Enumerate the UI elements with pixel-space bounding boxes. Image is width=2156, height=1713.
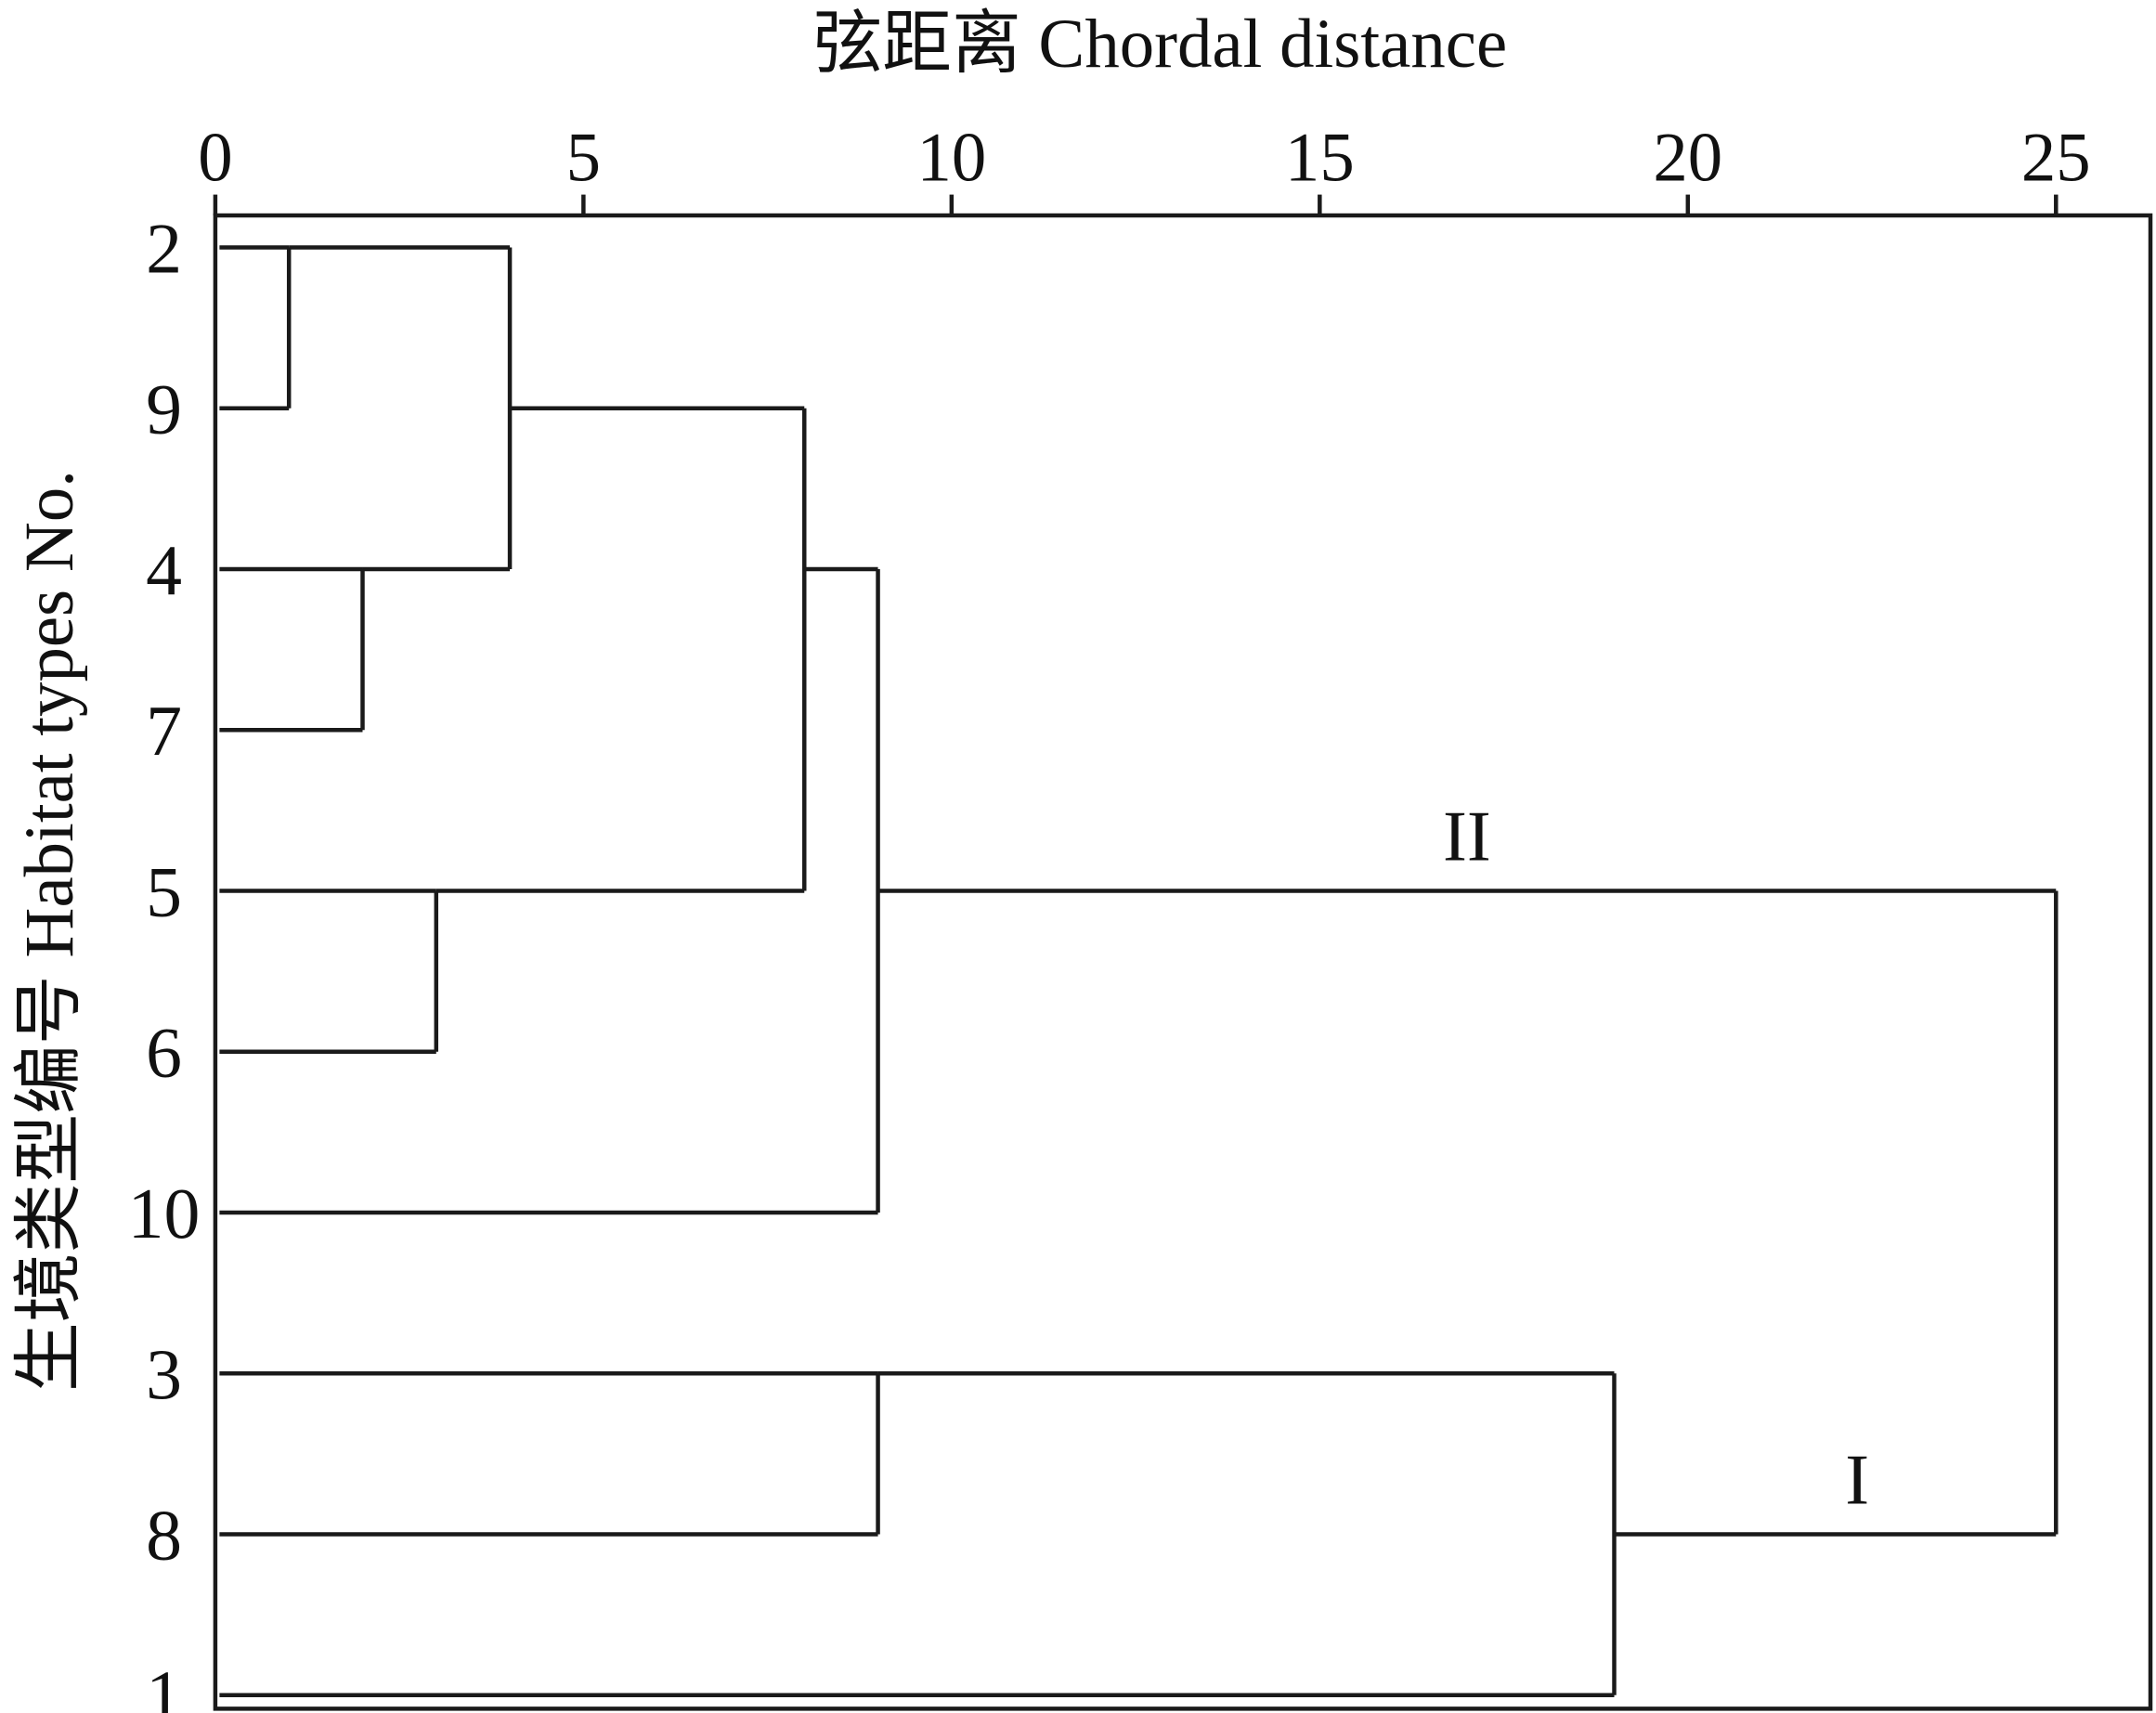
- leaf-label: 3: [146, 1334, 182, 1414]
- x-tick-label: 10: [916, 120, 986, 197]
- x-axis-title: 弦距离 Chordal distance: [812, 6, 1507, 83]
- cluster-label: II: [1443, 797, 1491, 876]
- leaf-label: 4: [146, 530, 182, 610]
- leaf-label: 6: [146, 1013, 182, 1093]
- leaf-label: 2: [146, 208, 182, 288]
- cluster-label: I: [1845, 1440, 1869, 1520]
- leaf-label: 9: [146, 370, 182, 449]
- leaf-label: 7: [146, 691, 182, 771]
- leaf-label: 1: [146, 1656, 182, 1713]
- leaf-label: 8: [146, 1495, 182, 1575]
- x-tick-label: 0: [198, 120, 232, 197]
- x-tick-label: 20: [1653, 120, 1722, 197]
- y-axis-title: 生境类型编号 Habitat types No.: [11, 470, 88, 1392]
- leaf-label: 5: [146, 851, 182, 931]
- plot-frame: [213, 213, 2153, 1711]
- leaf-label: 10: [128, 1174, 201, 1253]
- x-tick-label: 25: [2021, 120, 2091, 197]
- x-tick-label: 15: [1285, 120, 1355, 197]
- x-tick-label: 5: [566, 120, 601, 197]
